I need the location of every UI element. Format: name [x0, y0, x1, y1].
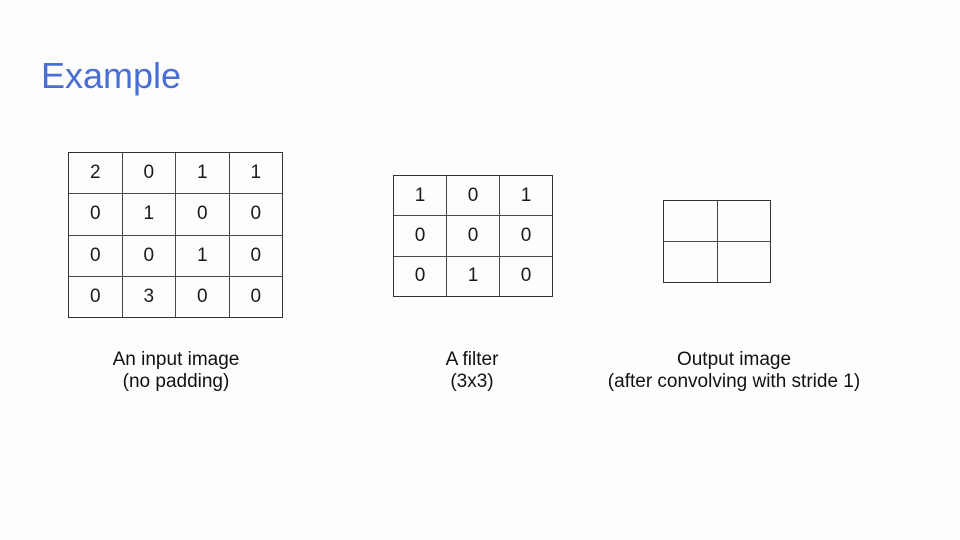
matrix-cell: 1	[500, 176, 552, 216]
matrix-cell: 0	[176, 194, 229, 235]
matrix-cell: 0	[447, 176, 499, 216]
matrix-cell: 0	[122, 235, 175, 276]
matrix-cell: 0	[176, 276, 229, 317]
matrix-cell: 0	[229, 235, 282, 276]
matrix-cell: 0	[500, 256, 552, 296]
filter-caption-line1: A filter	[445, 349, 499, 370]
matrix-cell: 1	[229, 153, 282, 194]
matrix-cell: 0	[229, 194, 282, 235]
matrix-cell: 0	[394, 256, 446, 296]
matrix-cell: 0	[447, 216, 499, 256]
matrix-cell: 1	[394, 176, 446, 216]
input-caption: An input image (no padding)	[56, 349, 296, 393]
output-caption-line2: (after convolving with stride 1)	[607, 371, 861, 392]
matrix-cell: 1	[122, 194, 175, 235]
output-caption-line1: Output image	[676, 349, 792, 370]
matrix-cell: 0	[69, 276, 122, 317]
matrix-cell: 0	[122, 153, 175, 194]
matrix-cell: 1	[176, 235, 229, 276]
matrix-cell	[664, 242, 717, 282]
output-image-matrix	[663, 200, 771, 283]
matrix-cell: 2	[69, 153, 122, 194]
matrix-cell: 0	[229, 276, 282, 317]
matrix-cell	[717, 201, 770, 241]
output-caption: Output image (after convolving with stri…	[574, 349, 894, 393]
input-caption-line2: (no padding)	[122, 371, 230, 392]
matrix-cell: 0	[394, 216, 446, 256]
slide-title: Example	[41, 55, 182, 96]
matrix-cell: 0	[69, 235, 122, 276]
matrix-cell: 1	[447, 256, 499, 296]
matrix-cell: 1	[176, 153, 229, 194]
filter-caption: A filter (3x3)	[352, 349, 592, 393]
matrix-cell: 3	[122, 276, 175, 317]
matrix-cell: 0	[500, 216, 552, 256]
matrix-cell: 0	[69, 194, 122, 235]
matrix-cell	[664, 201, 717, 241]
matrix-cell	[717, 242, 770, 282]
input-caption-line1: An input image	[112, 349, 240, 370]
filter-caption-line2: (3x3)	[450, 371, 494, 392]
